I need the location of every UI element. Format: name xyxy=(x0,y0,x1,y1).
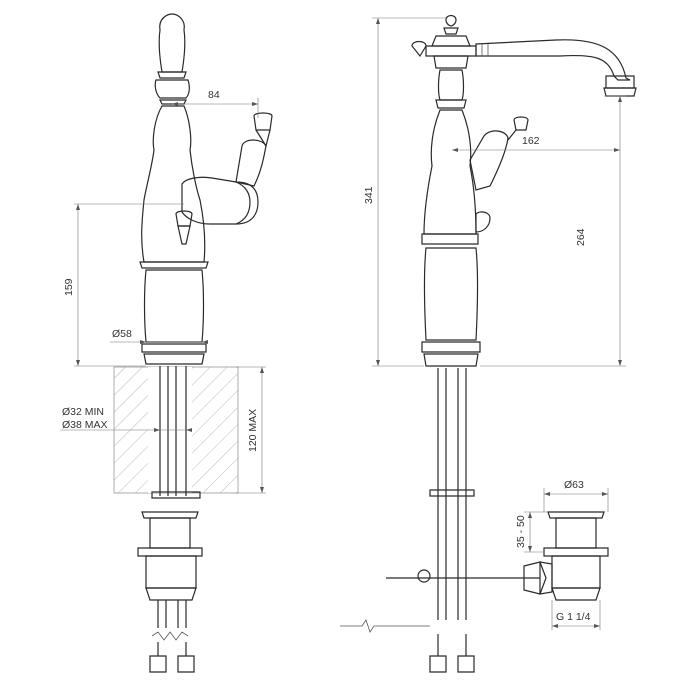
front-view xyxy=(113,13,273,673)
dim-341: 341 xyxy=(363,186,375,204)
side-view xyxy=(340,14,637,673)
dim-hole-min: Ø32 MIN xyxy=(62,406,104,418)
dim-120-max: 120 MAX xyxy=(247,409,259,452)
side-view-dimensions: 341 162 264 Ø63 35 - 50 G 1 1/4 xyxy=(363,17,626,630)
waste-detail xyxy=(523,511,609,601)
front-view-dimensions: 84 159 Ø58 Ø32 MIN Ø38 MAX 120 MAX xyxy=(60,89,266,494)
dim-63: Ø63 xyxy=(564,479,584,491)
dim-159: 159 xyxy=(63,278,75,296)
dim-35-50: 35 - 50 xyxy=(515,515,527,548)
dim-84: 84 xyxy=(208,89,220,101)
dim-58: Ø58 xyxy=(112,328,132,340)
dim-264: 264 xyxy=(575,228,587,246)
dim-g-thread: G 1 1/4 xyxy=(556,611,591,623)
dim-162: 162 xyxy=(522,135,540,147)
dim-hole-max: Ø38 MAX xyxy=(62,419,108,431)
